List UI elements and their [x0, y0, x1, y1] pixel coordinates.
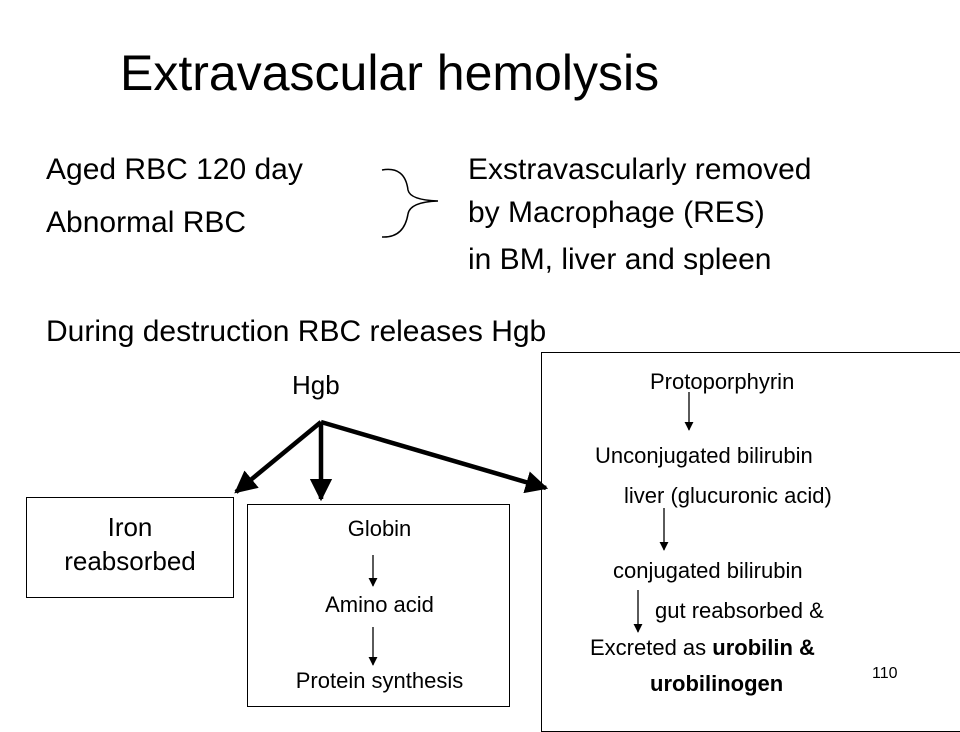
excreted-prefix: Excreted as [590, 635, 713, 660]
urobilinogen-label: urobilinogen [650, 671, 784, 696]
excreted-label: Excreted as urobilin & [590, 635, 815, 661]
iron-box: Iron reabsorbed [26, 497, 234, 598]
liver-glucuronic-label: liver (glucuronic acid) [624, 483, 832, 508]
gut-reabsorbed-label: gut reabsorbed & [655, 598, 824, 623]
globin-box: Globin Amino acid Protein synthesis [247, 504, 510, 707]
iron-box-line-2: reabsorbed [64, 546, 196, 576]
protoporphyrin-label: Protoporphyrin [650, 369, 795, 394]
iron-box-line-1: Iron [107, 512, 153, 542]
cause-aged-rbc: Aged RBC 120 day [46, 153, 303, 186]
cause-abnormal-rbc: Abnormal RBC [46, 206, 247, 239]
hgb-root-label: Hgb [292, 370, 340, 400]
slide-title: Extravascular hemolysis [120, 45, 660, 101]
removal-line-2: by Macrophage (RES) [468, 196, 765, 229]
arrow-hgb-to-iron [234, 420, 323, 494]
protoporphyrin-box: Protoporphyrin Unconjugated bilirubin li… [541, 352, 960, 732]
amino-acid-label: Amino acid [325, 592, 434, 617]
globin-label: Globin [347, 516, 412, 541]
removal-line-1: Exstravascularly removed [468, 153, 812, 186]
protein-synthesis-label: Protein synthesis [295, 668, 464, 693]
bracket-icon [381, 168, 439, 238]
unconjugated-bilirubin-label: Unconjugated bilirubin [595, 443, 813, 468]
slide-number: 110 [872, 665, 898, 682]
removal-line-3: in BM, liver and spleen [468, 243, 772, 276]
destruction-note: During destruction RBC releases Hgb [46, 315, 547, 348]
conjugated-bilirubin-label: conjugated bilirubin [613, 558, 803, 583]
urobilin-label: urobilin & [712, 635, 815, 660]
arrow-hgb-to-protoporphyrin [320, 419, 549, 494]
